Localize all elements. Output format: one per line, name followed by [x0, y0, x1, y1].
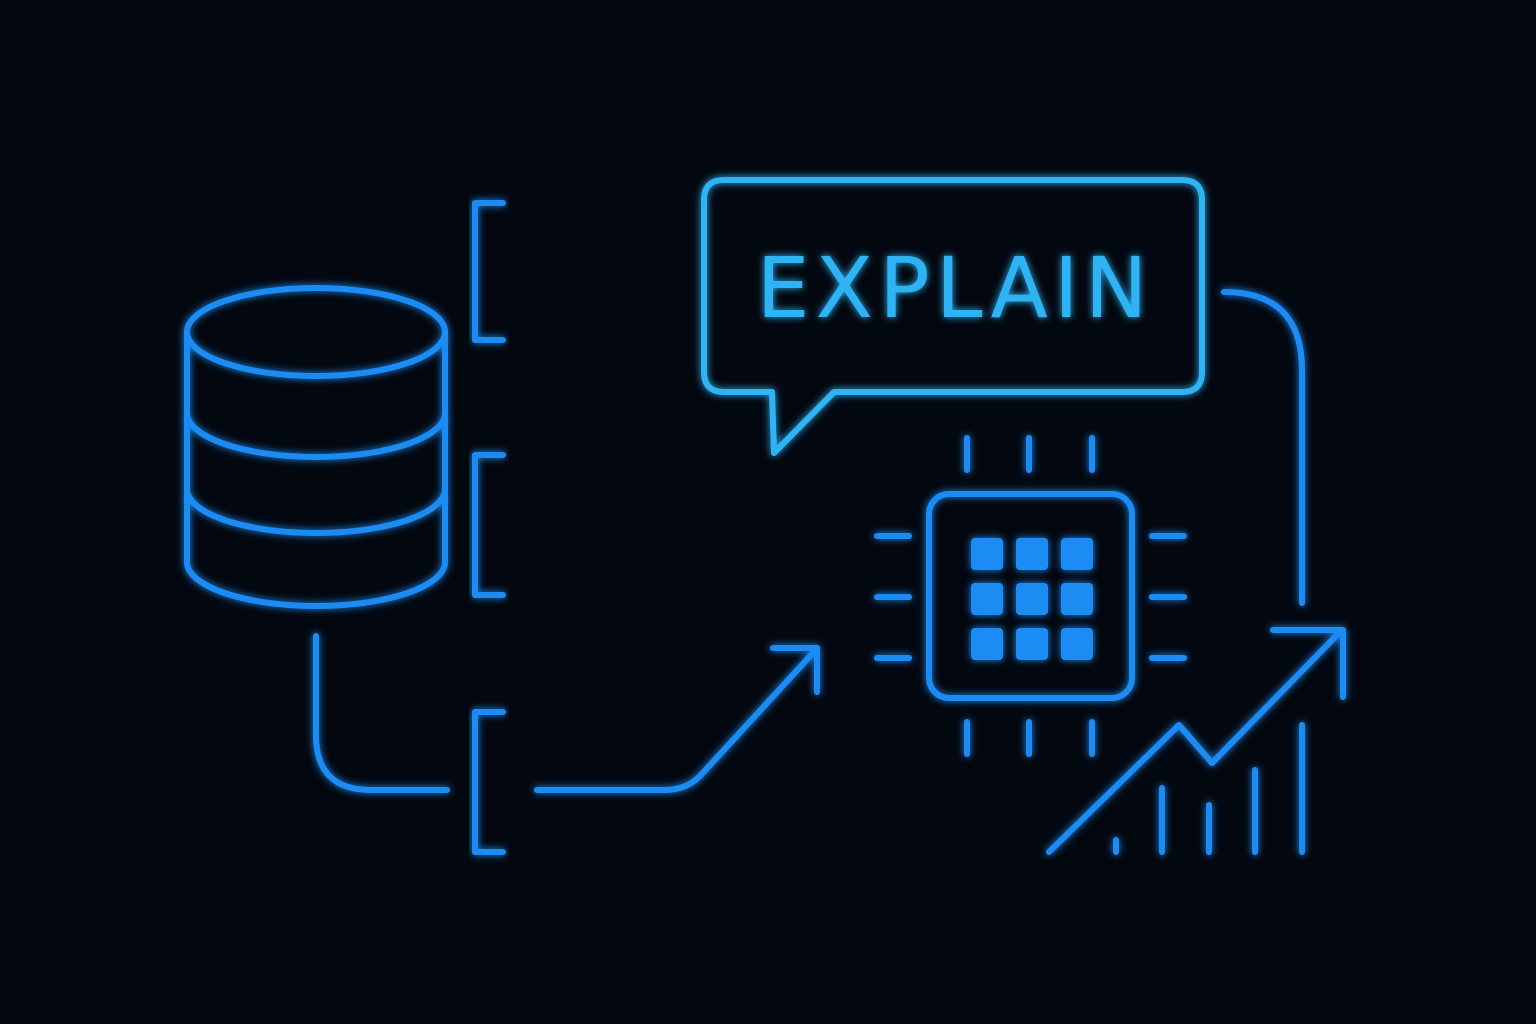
bracket-middle	[472, 452, 506, 598]
cpu-core-grid	[971, 538, 1093, 660]
arrow-icon	[534, 645, 820, 793]
connector-database-down	[313, 633, 450, 793]
database-icon	[184, 285, 448, 609]
callout-label: EXPLAIN	[756, 239, 1153, 337]
cpu-chip-icon	[874, 435, 1187, 757]
bracket-bottom	[472, 709, 506, 855]
bracket-top	[472, 200, 506, 343]
explain-callout	[701, 177, 1205, 456]
connector-callout-right	[1221, 289, 1305, 606]
growth-chart-icon	[1046, 627, 1346, 855]
